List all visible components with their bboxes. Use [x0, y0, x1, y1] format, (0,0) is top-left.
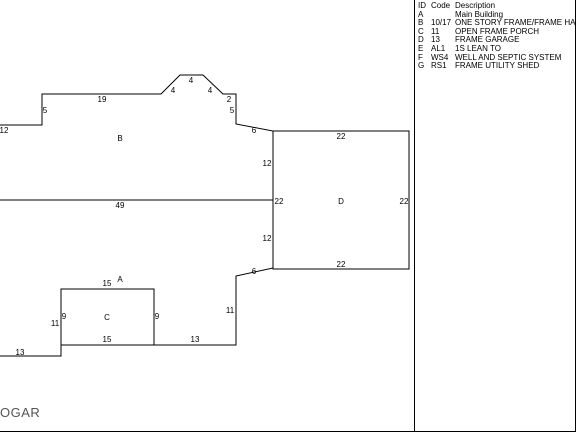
dim-garage-bottom: 22 — [337, 260, 346, 269]
dim-porch-bottom: 15 — [103, 335, 112, 344]
dim-garage-join-bottom: 6 — [252, 267, 257, 276]
legend-row: D 13 FRAME GARAGE — [418, 36, 576, 45]
sketch-lines — [0, 74, 410, 357]
legend-code: 11 — [431, 26, 440, 36]
legend-description: ONE STORY FRAME/FRAME HAB — [455, 18, 576, 28]
dim-right-step-v: 5 — [230, 106, 235, 115]
legend-row: E AL1 1S LEAN TO — [418, 43, 576, 54]
legend-row: C 11 OPEN FRAME PORCH — [418, 26, 576, 37]
dim-center-line: 49 — [116, 201, 125, 210]
legend-description: FRAME GARAGE — [455, 35, 520, 45]
legend-id: E — [418, 43, 424, 53]
dim-bottom-mid: 13 — [191, 335, 200, 344]
area-label-a: A — [117, 275, 123, 284]
dim-bottom-left: 13 — [16, 348, 25, 357]
legend-table: ID Code Description A Main Building B 10… — [418, 1, 576, 71]
legend-id: A — [418, 9, 424, 19]
dim-porch-right: 9 — [155, 312, 160, 321]
area-label-c: C — [104, 313, 110, 322]
legend-code: AL1 — [431, 43, 446, 53]
legend-header: ID Code Description — [418, 1, 576, 11]
dim-roof-right: 4 — [208, 86, 213, 95]
footer-label: OGAR — [0, 405, 41, 420]
legend-description: Main Building — [455, 9, 504, 19]
outline-lower — [0, 200, 274, 357]
legend-header-description: Description — [455, 1, 496, 10]
outline-upper — [0, 74, 274, 200]
dim-right-upper: 12 — [263, 159, 272, 168]
legend-id: F — [418, 52, 423, 62]
legend-row: A Main Building — [418, 9, 576, 20]
dim-porch-top: 15 — [103, 279, 112, 288]
dim-top-left: 12 — [0, 126, 9, 135]
legend-code: 10/17 — [431, 18, 452, 28]
legend-id: G — [418, 61, 425, 71]
dim-left-lower: 11 — [51, 319, 60, 328]
legend-id: B — [418, 18, 424, 28]
legend-row: G RS1 FRAME UTILITY SHED — [418, 62, 576, 71]
dim-garage-right: 22 — [400, 197, 409, 206]
area-label-b: B — [117, 134, 122, 143]
legend-description: WELL AND SEPTIC SYSTEM — [455, 52, 562, 62]
legend-code: RS1 — [431, 61, 447, 71]
dim-right-lower: 12 — [263, 234, 272, 243]
dim-garage-left: 22 — [275, 197, 284, 206]
legend-description: FRAME UTILITY SHED — [455, 61, 540, 71]
building-sketch: B A C D 12 5 19 4 4 4 2 5 6 22 12 49 22 … — [0, 74, 410, 357]
dim-roof-left: 4 — [171, 86, 176, 95]
dim-porch-left: 9 — [62, 312, 67, 321]
dim-left-step: 5 — [43, 106, 48, 115]
dim-roof-top: 4 — [189, 76, 194, 85]
area-label-d: D — [338, 197, 344, 206]
legend-row: F WS4 WELL AND SEPTIC SYSTEM — [418, 52, 576, 63]
legend-header-code: Code — [431, 1, 451, 10]
dim-garage-top: 22 — [337, 132, 346, 141]
dim-garage-join-top: 6 — [252, 126, 257, 135]
legend-code: WS4 — [431, 52, 449, 62]
legend-row: B 10/17 ONE STORY FRAME/FRAME HAB — [418, 19, 576, 28]
garage-outline — [272, 130, 410, 270]
legend-header-id: ID — [418, 1, 426, 10]
dim-right-lower-v: 11 — [226, 306, 235, 315]
legend-description: 1S LEAN TO — [455, 43, 501, 53]
porch-outline — [60, 288, 155, 346]
legend-id: D — [418, 35, 424, 45]
legend-description: OPEN FRAME PORCH — [455, 26, 540, 36]
legend-code: 13 — [431, 35, 440, 45]
dim-right-step-top: 2 — [227, 95, 232, 104]
legend-id: C — [418, 26, 424, 36]
legend-divider — [414, 0, 415, 432]
dim-top-main: 19 — [98, 95, 107, 104]
